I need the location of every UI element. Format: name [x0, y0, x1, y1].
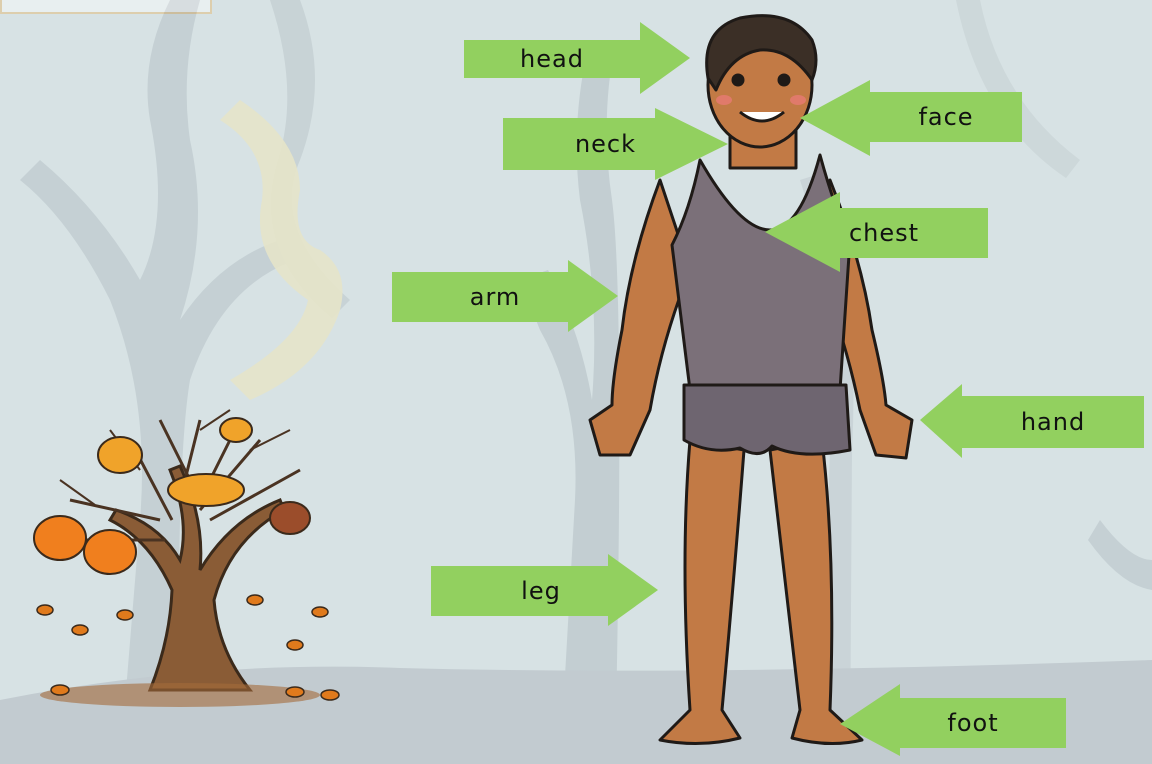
- label-face-text: face: [918, 103, 973, 131]
- label-foot[interactable]: foot: [880, 698, 1066, 748]
- label-leg[interactable]: leg: [431, 566, 651, 616]
- label-hand-text: hand: [1021, 408, 1085, 436]
- label-neck[interactable]: neck: [503, 118, 708, 170]
- label-arm-text: arm: [470, 283, 521, 311]
- label-head-text: head: [520, 45, 584, 73]
- label-chest-text: chest: [849, 219, 919, 247]
- label-leg-text: leg: [521, 577, 561, 605]
- label-arm[interactable]: arm: [392, 272, 598, 322]
- label-chest[interactable]: chest: [780, 208, 988, 258]
- label-head[interactable]: head: [464, 40, 640, 78]
- label-hand[interactable]: hand: [962, 396, 1144, 448]
- label-face[interactable]: face: [870, 92, 1022, 142]
- label-foot-text: foot: [947, 709, 998, 737]
- label-neck-text: neck: [575, 130, 636, 158]
